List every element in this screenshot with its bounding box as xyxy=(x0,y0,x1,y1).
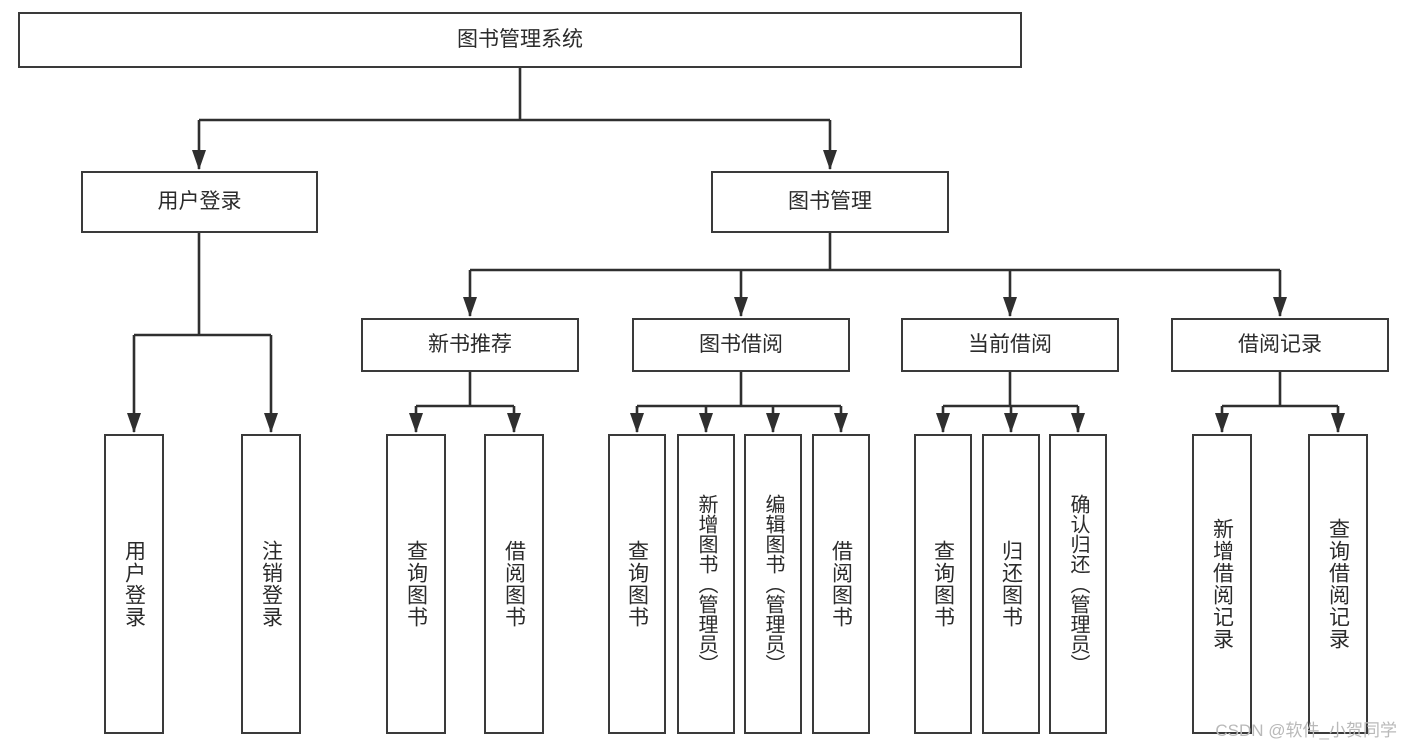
leaf-borrow-book-recommend: 借阅图书 xyxy=(484,434,544,734)
current-borrow: 当前借阅 xyxy=(901,318,1119,372)
node-label: 图书借阅 xyxy=(699,332,783,356)
node-label: 查询图书 xyxy=(625,540,649,628)
node-label: 注销登录 xyxy=(259,540,283,628)
node-label: 归还图书 xyxy=(999,540,1023,628)
leaf-borrow-book: 借阅图书 xyxy=(812,434,870,734)
node-label: 查询图书 xyxy=(404,540,428,628)
book-borrow: 图书借阅 xyxy=(632,318,850,372)
leaf-query-book-current: 查询图书 xyxy=(914,434,972,734)
leaf-query-book-borrow: 查询图书 xyxy=(608,434,666,734)
user-login: 用户登录 xyxy=(81,171,318,233)
node-label: 图书管理 xyxy=(788,189,872,213)
leaf-add-borrow-record: 新增借阅记录 xyxy=(1192,434,1252,734)
borrow-record: 借阅记录 xyxy=(1171,318,1389,372)
node-label: 图书管理系统 xyxy=(457,27,583,51)
leaf-add-book-admin: 新增图书（管理员） xyxy=(677,434,735,734)
node-label: 新书推荐 xyxy=(428,332,512,356)
leaf-edit-book-admin: 编辑图书（管理员） xyxy=(744,434,802,734)
node-label: 用户登录 xyxy=(157,189,242,213)
new-book-recommend: 新书推荐 xyxy=(361,318,579,372)
node-label: 借阅图书 xyxy=(829,540,853,628)
node-label: 新增借阅记录 xyxy=(1210,518,1234,650)
node-label: 借阅图书 xyxy=(502,540,526,628)
leaf-return-book: 归还图书 xyxy=(982,434,1040,734)
watermark: CSDN @软件_小贺同学 xyxy=(1215,721,1397,740)
node-label: 当前借阅 xyxy=(968,332,1052,356)
node-label: 用户登录 xyxy=(122,540,146,628)
node-label: 查询图书 xyxy=(931,540,955,628)
node-label: 新增图书（管理员） xyxy=(695,494,717,674)
leaf-user-login: 用户登录 xyxy=(104,434,164,734)
root-node: 图书管理系统 xyxy=(18,12,1022,68)
node-label: 借阅记录 xyxy=(1238,332,1322,356)
leaf-confirm-return-admin: 确认归还（管理员） xyxy=(1049,434,1107,734)
node-label: 确认归还（管理员） xyxy=(1067,494,1089,674)
leaf-query-book-recommend: 查询图书 xyxy=(386,434,446,734)
book-manage: 图书管理 xyxy=(711,171,949,233)
node-label: 编辑图书（管理员） xyxy=(762,494,784,674)
leaf-query-borrow-record: 查询借阅记录 xyxy=(1308,434,1368,734)
node-label: 查询借阅记录 xyxy=(1326,518,1350,650)
leaf-logout: 注销登录 xyxy=(241,434,301,734)
